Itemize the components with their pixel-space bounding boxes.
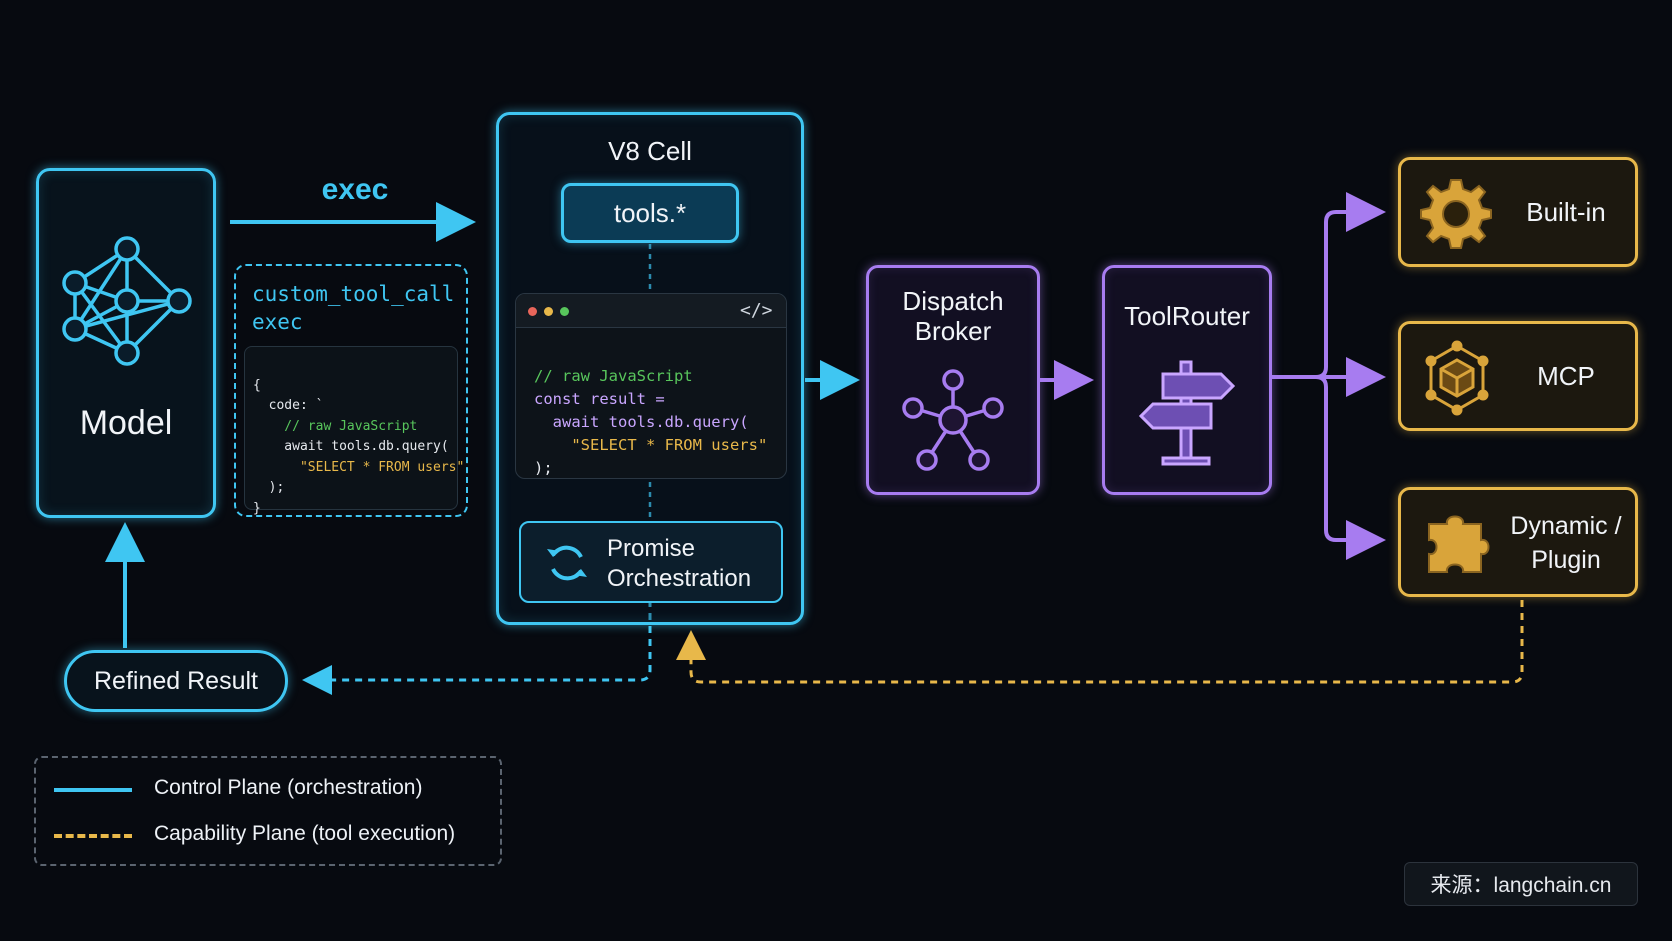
code-brackets-icon: </> <box>740 300 773 321</box>
code-line: ); <box>534 459 553 477</box>
editor-titlebar: </> <box>516 294 786 328</box>
legend-capability-swatch <box>54 834 132 838</box>
dispatch-broker-node: Dispatch Broker <box>866 265 1040 495</box>
code-line: code: ` <box>253 398 324 413</box>
hub-network-icon <box>902 369 1004 471</box>
cube-network-icon <box>1425 340 1489 416</box>
exec-label: exec <box>321 173 389 206</box>
code-line: { <box>253 377 261 393</box>
model-node: Model <box>36 168 216 518</box>
builtin-node: Built-in <box>1398 157 1638 267</box>
legend-control-swatch <box>54 788 132 792</box>
puzzle-piece-icon <box>1428 515 1490 573</box>
editor-code: // raw JavaScript const result = await to… <box>534 342 768 478</box>
tool-router-label: ToolRouter <box>1124 300 1250 331</box>
code-editor: </> // raw JavaScript const result = awai… <box>515 293 787 479</box>
tool-router-node: ToolRouter <box>1102 265 1272 495</box>
code-line: await tools.db.query( <box>253 439 449 454</box>
capability-return-arrow <box>676 600 1524 684</box>
tools-node: tools.* <box>561 183 739 243</box>
promise-label-line1: Promise <box>607 535 696 562</box>
legend: Control Plane (orchestration) Capability… <box>34 756 502 866</box>
router-to-builtin-arrow <box>1272 192 1386 379</box>
close-dot-icon <box>528 307 537 316</box>
refresh-cycle-icon <box>547 545 587 581</box>
gear-icon <box>1420 179 1492 249</box>
code-line: await tools.db.query( <box>534 413 749 431</box>
custom-call-subtitle: exec <box>252 310 303 334</box>
custom-tool-call-panel: custom_tool_call exec { code: ` // raw J… <box>234 264 468 517</box>
router-to-dynamic-arrow <box>1315 375 1386 560</box>
dynamic-label-line1: Dynamic / <box>1510 512 1622 540</box>
mcp-node: MCP <box>1398 321 1638 431</box>
promise-label-line2: Orchestration <box>607 565 752 592</box>
legend-control-label: Control Plane (orchestration) <box>154 776 423 799</box>
dispatch-label-line2: Broker <box>914 315 992 346</box>
code-line: "SELECT * FROM users" <box>534 436 768 454</box>
refined-result-node: Refined Result <box>64 650 288 712</box>
code-line: // raw JavaScript <box>253 418 418 434</box>
legend-capability-label: Capability Plane (tool execution) <box>154 822 456 845</box>
signpost-icon <box>1138 360 1236 466</box>
maximize-dot-icon <box>560 307 569 316</box>
mcp-label: MCP <box>1537 360 1595 391</box>
dynamic-label-line2: Plugin <box>1531 546 1601 574</box>
dispatch-label-line1: Dispatch <box>902 285 1004 316</box>
code-line: const result = <box>534 390 665 408</box>
source-badge: 来源：langchain.cn <box>1404 862 1638 906</box>
code-line: "SELECT * FROM users" <box>253 459 465 475</box>
minimize-dot-icon <box>544 307 553 316</box>
tools-label: tools.* <box>613 197 687 228</box>
code-line: } <box>253 500 261 516</box>
dynamic-plugin-node: Dynamic / Plugin <box>1398 487 1638 597</box>
code-line: // raw JavaScript <box>534 367 693 385</box>
builtin-label: Built-in <box>1526 196 1606 227</box>
promise-to-result-arrow <box>302 600 652 695</box>
code-line: ); <box>253 480 285 495</box>
refined-result-label: Refined Result <box>94 666 258 695</box>
neural-network-icon <box>62 236 192 366</box>
model-label: Model <box>79 403 173 442</box>
custom-call-title: custom_tool_call <box>252 282 455 306</box>
v8-cell-node: V8 Cell tools.* </> // raw JavaScript con… <box>496 112 804 625</box>
v8-cell-title: V8 Cell <box>608 135 692 166</box>
source-label: 来源：langchain.cn <box>1430 874 1612 897</box>
custom-call-code-block: { code: ` // raw JavaScript await tools.… <box>244 346 465 516</box>
promise-orchestration-node: Promise Orchestration <box>519 521 783 603</box>
